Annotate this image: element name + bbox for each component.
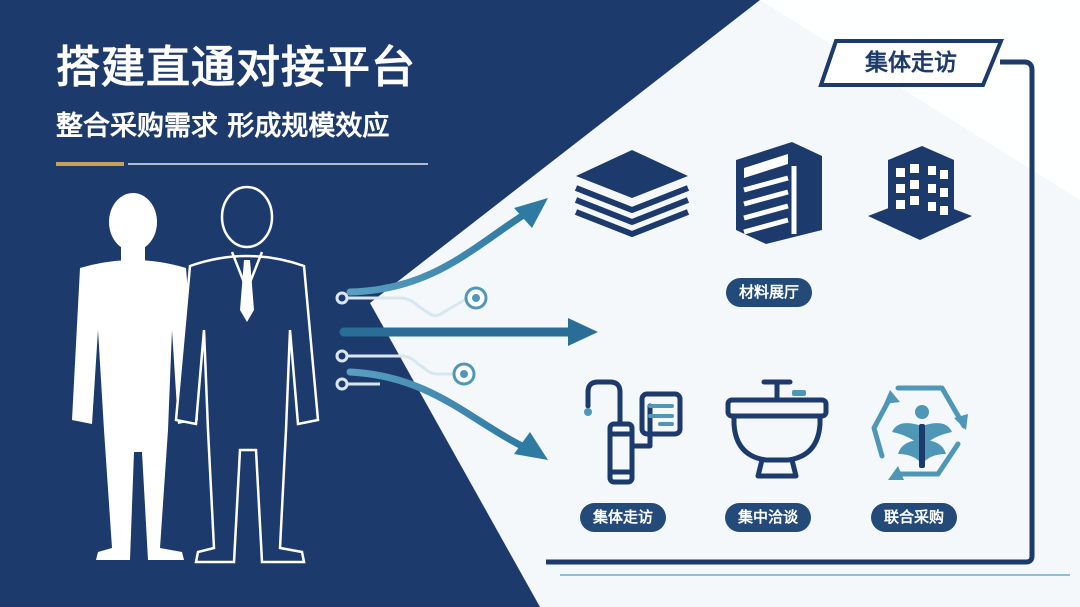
silhouette-white-man <box>72 193 198 560</box>
top-arrow-head <box>514 198 548 228</box>
pill-group-visit: 集体走访 <box>580 503 667 532</box>
stacked-sheets-icon <box>574 150 690 237</box>
white-panel <box>370 0 1080 607</box>
panel-tag-label: 集体走访 <box>865 50 957 76</box>
bottom-arrow <box>346 368 526 450</box>
panel-frame <box>546 59 1035 565</box>
bottom-arrow-head <box>514 432 548 460</box>
layered-building-icon <box>736 142 822 244</box>
page-subtitle: 整合采购需求 形成规模效应 <box>56 111 390 142</box>
water-purifier-icon <box>584 379 683 485</box>
office-building-icon <box>868 146 972 240</box>
pill-focused-negotiation: 集中洽谈 <box>725 503 812 532</box>
silhouette-navy-man <box>174 185 320 564</box>
panel-tag-frame <box>818 39 1004 87</box>
pill-material-showroom: 材料展厅 <box>726 278 813 307</box>
pill-joint-purchase: 联合采购 <box>871 503 958 532</box>
washbasin-icon <box>725 379 829 479</box>
recycle-leaf-icon <box>871 385 968 480</box>
page-title: 搭建直通对接平台 <box>56 42 416 93</box>
center-arrow-head <box>568 318 598 346</box>
gold-accent-bar <box>56 162 124 166</box>
white-accent-line <box>128 163 428 165</box>
circuit-lines <box>335 286 488 391</box>
top-arrow <box>346 212 526 296</box>
